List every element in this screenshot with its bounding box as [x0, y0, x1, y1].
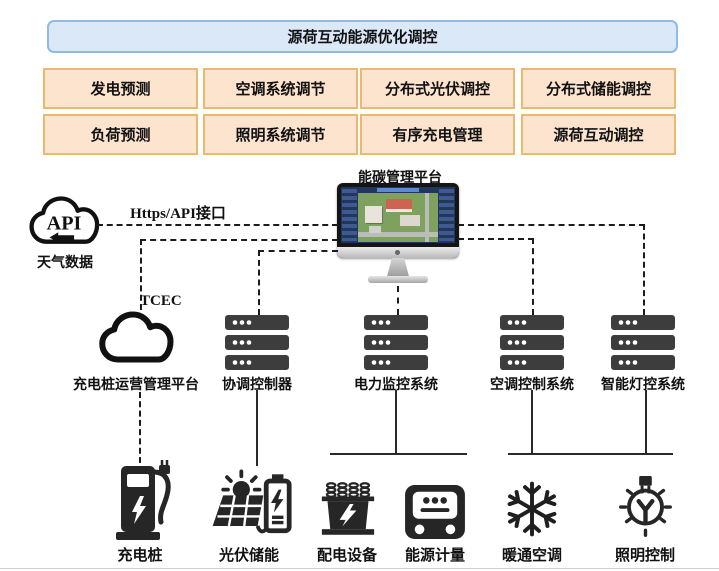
bus-power-devices [330, 453, 467, 455]
connector-cloud-to-charger [139, 392, 141, 463]
aerial-building-red [386, 199, 412, 212]
connector-monitor-to-lighting-v [643, 224, 645, 315]
aerial-road [425, 193, 429, 242]
system-label-ac-control: 空调控制系统 [490, 376, 574, 392]
bottom-divider [0, 568, 719, 569]
connector-power-to-bus [395, 390, 397, 453]
energy-meter-icon [405, 484, 465, 540]
weather-data-label: 天气数据 [37, 254, 93, 270]
device-label-lighting: 照明控制 [614, 547, 675, 564]
system-label-power-monitoring: 电力监控系统 [354, 376, 438, 392]
connector-coordinator-to-solar [256, 390, 258, 466]
system-label-coordinator: 协调控制器 [222, 376, 292, 392]
api-cloud-text: API [47, 212, 82, 234]
connector-api-to-monitor [97, 224, 338, 226]
dashboard-title-bar [377, 188, 419, 192]
device-label-metering: 能源计量 [404, 547, 465, 564]
connector-lighting-to-bus [645, 390, 647, 453]
aerial-building [369, 226, 381, 233]
connector-ac-to-bus [531, 390, 533, 453]
connector-monitor-to-lighting-h [458, 224, 645, 226]
module-box-storage-control: 分布式储能调控 [521, 68, 676, 109]
monitor-stand-base [368, 276, 428, 283]
system-label-smart-lighting: 智能灯控系统 [601, 376, 685, 392]
module-box-source-load-control: 源荷互动调控 [521, 114, 676, 155]
api-cloud-icon: API [29, 196, 100, 244]
monitor-bezel [337, 183, 459, 258]
dashboard-right-panel [439, 189, 454, 241]
aerial-building [400, 215, 420, 226]
module-box-hvac-adjust: 空调系统调节 [203, 68, 358, 109]
banner-source-load-optimization: 源荷互动能源优化调控 [47, 20, 678, 53]
ev-charger-icon [116, 460, 171, 540]
https-api-link-label: Https/API接口 [130, 206, 226, 222]
connector-monitor-to-cloud-h [140, 239, 338, 241]
device-label-hvac: 暖通空调 [501, 547, 562, 564]
solar-battery-icon [212, 469, 292, 534]
snowflake-icon [507, 481, 557, 537]
module-box-ordered-charging: 有序充电管理 [360, 114, 515, 155]
connector-monitor-to-coordinator-h [258, 250, 338, 252]
module-box-lighting-adjust: 照明系统调节 [203, 114, 358, 155]
device-label-solar-storage: 光伏储能 [218, 547, 279, 564]
module-box-generation-forecast: 发电预测 [43, 68, 198, 109]
dashboard-aerial-view [358, 193, 438, 242]
server-icon-power [364, 315, 428, 370]
server-icon-ac [500, 315, 564, 370]
server-icon-lighting [611, 315, 675, 370]
module-box-pv-control: 分布式光伏调控 [360, 68, 515, 109]
connector-monitor-to-cloud-v [140, 239, 142, 310]
charging-platform-cloud-icon [99, 311, 174, 363]
monitor-stand-neck [387, 258, 409, 276]
aerial-road [358, 232, 438, 237]
server-icon-coordinator [225, 315, 289, 370]
charging-platform-label: 充电桩运营管理平台 [73, 376, 199, 392]
connector-monitor-to-coordinator-v [258, 250, 260, 315]
monitor-dashboard [337, 183, 459, 284]
platform-title: 能碳管理平台 [358, 169, 442, 185]
light-bulb-icon [619, 475, 672, 537]
dashboard-left-panel [342, 189, 357, 241]
connector-monitor-to-ac-h [458, 238, 534, 240]
device-label-distribution: 配电设备 [316, 547, 377, 564]
connector-monitor-to-ac-v [532, 238, 534, 315]
bus-hvac-lighting [508, 453, 673, 455]
aerial-building [365, 206, 382, 223]
monitor-screen [341, 187, 455, 243]
transformer-icon [321, 482, 375, 535]
tcec-link-label: TCEC [140, 293, 182, 309]
monitor-camera-dot [395, 250, 400, 255]
device-label-charger: 充电桩 [117, 547, 163, 564]
connector-monitor-to-power-v [397, 286, 399, 315]
module-box-load-forecast: 负荷预测 [43, 114, 198, 155]
